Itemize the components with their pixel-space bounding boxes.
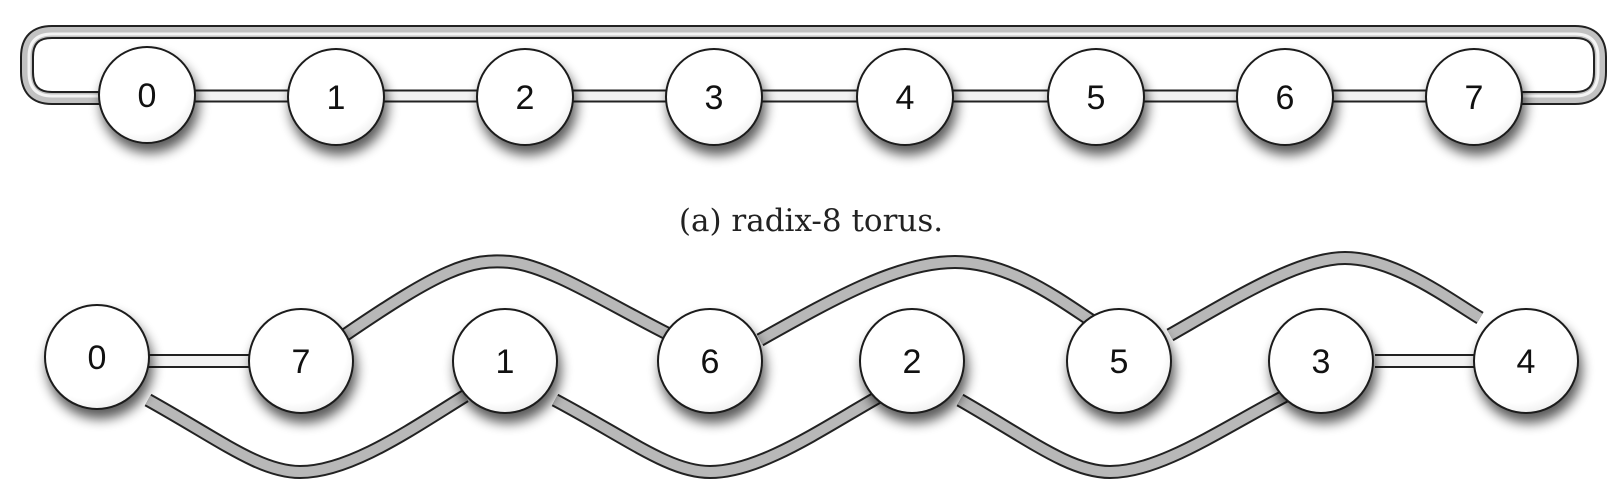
folded-node-label: 2 <box>903 343 922 381</box>
torus-node-label: 7 <box>1465 79 1484 117</box>
folded-link-7-6 <box>341 254 674 342</box>
folded-node-0: 0 <box>44 304 150 410</box>
torus-node-label: 1 <box>327 79 346 117</box>
torus-link-7-0 <box>20 25 1607 105</box>
folded-node-label: 0 <box>88 339 107 377</box>
torus-node-label: 3 <box>705 79 724 117</box>
torus-node-label: 0 <box>138 77 157 115</box>
folded-node-label: 1 <box>496 343 515 381</box>
torus-node-label: 5 <box>1087 79 1106 117</box>
folded-link-0-1 <box>144 390 469 480</box>
folded-node-label: 4 <box>1517 343 1536 381</box>
torus-node-label: 4 <box>896 79 915 117</box>
torus-node-1: 1 <box>287 48 385 146</box>
torus-node-3: 3 <box>665 48 763 146</box>
folded-node-3: 3 <box>1268 308 1374 414</box>
folded-node-2: 2 <box>859 308 965 414</box>
folded-node-label: 3 <box>1312 343 1331 381</box>
folded-link-5-4 <box>1166 250 1484 342</box>
torus-node-6: 6 <box>1236 48 1334 146</box>
folded-link-6-5 <box>756 254 1099 347</box>
folded-lower-links <box>144 389 1289 480</box>
folded-upper-links <box>341 250 1484 347</box>
torus-node-7: 7 <box>1425 48 1523 146</box>
folded-node-label: 7 <box>292 343 311 381</box>
folded-link-1-2 <box>551 389 884 480</box>
torus-node-4: 4 <box>856 48 954 146</box>
folded-node-label: 6 <box>701 343 720 381</box>
folded-node-7: 7 <box>248 308 354 414</box>
torus-node-2: 2 <box>476 48 574 146</box>
torus-diagram: 0 1 2 3 4 5 6 7 (a) radix-8 t <box>20 25 1607 239</box>
folded-node-5: 5 <box>1066 308 1172 414</box>
torus-caption: (a) radix-8 torus. <box>679 203 943 239</box>
folded-node-6: 6 <box>657 308 763 414</box>
torus-node-label: 6 <box>1276 79 1295 117</box>
folded-node-4: 4 <box>1473 308 1579 414</box>
folded-node-label: 5 <box>1110 343 1129 381</box>
folded-node-1: 1 <box>452 308 558 414</box>
torus-node-5: 5 <box>1047 48 1145 146</box>
folded-link-2-3 <box>956 389 1289 480</box>
folded-torus-diagram: 0 7 1 6 2 5 3 4 <box>44 250 1579 480</box>
torus-node-0: 0 <box>98 46 196 144</box>
torus-node-label: 2 <box>516 79 535 117</box>
